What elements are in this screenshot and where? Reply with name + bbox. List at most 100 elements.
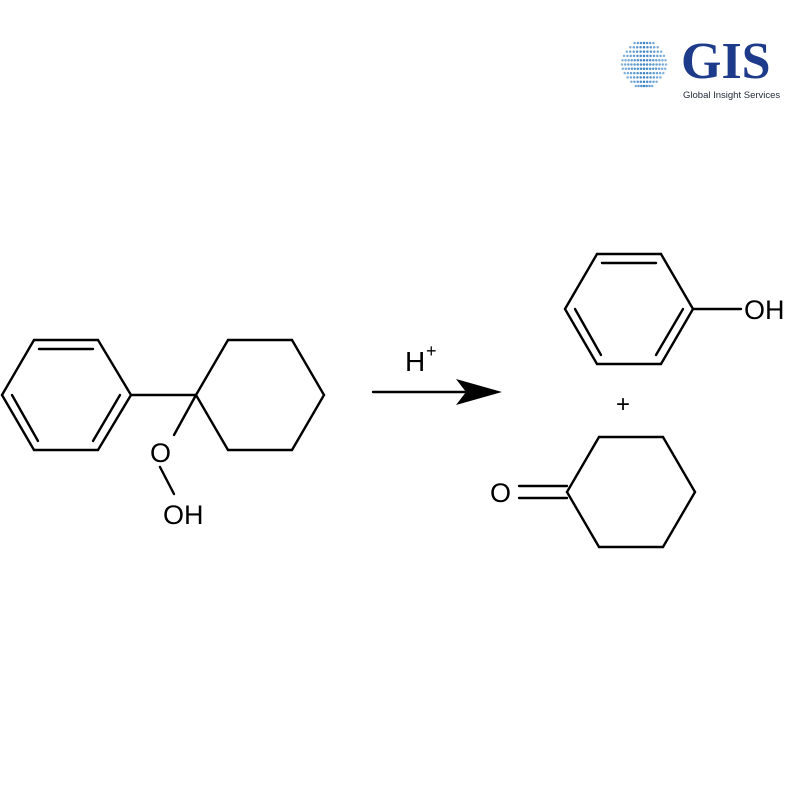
reactant-cyclohexane-ring bbox=[194, 338, 326, 452]
cyclohexanone-molecule: O bbox=[490, 435, 697, 549]
logo-dot bbox=[639, 41, 643, 45]
logo-dot bbox=[636, 54, 639, 58]
oxygen-oxygen-bond bbox=[158, 465, 176, 496]
logo-dot bbox=[659, 76, 662, 79]
logo-dot bbox=[622, 54, 626, 58]
logo-dot bbox=[654, 67, 658, 71]
logo-dot bbox=[652, 63, 655, 66]
products-plus-sign: + bbox=[616, 391, 630, 418]
logo-dot bbox=[630, 58, 633, 62]
ketone-oxygen-label: O bbox=[490, 478, 511, 508]
logo-dot bbox=[626, 71, 630, 75]
logo-dot bbox=[627, 58, 630, 62]
logo-dot bbox=[649, 76, 652, 79]
logo-dot bbox=[645, 84, 648, 88]
logo-dot bbox=[648, 58, 652, 62]
logo-dot bbox=[642, 84, 646, 88]
logo-dot bbox=[621, 67, 625, 71]
logo-dot bbox=[642, 67, 646, 71]
logo-dot bbox=[633, 80, 636, 83]
logo-dot bbox=[633, 71, 636, 75]
logo-dot bbox=[649, 50, 653, 53]
logo-dot bbox=[658, 63, 661, 66]
logo-dot bbox=[649, 63, 652, 66]
logo-dot bbox=[632, 54, 636, 58]
logo-dot bbox=[629, 54, 632, 58]
logo-dot bbox=[652, 41, 655, 45]
logo-letters: GIS bbox=[681, 33, 771, 90]
logo-dot bbox=[636, 76, 639, 79]
logo-dot bbox=[636, 71, 639, 75]
logo-dot bbox=[649, 80, 652, 83]
logo-dot bbox=[650, 84, 654, 88]
logo-dot bbox=[648, 67, 652, 71]
logo-dot bbox=[635, 46, 639, 49]
logo-dot bbox=[636, 67, 640, 71]
logo-dot bbox=[648, 41, 652, 45]
logo-dot bbox=[633, 67, 637, 71]
logo-dot bbox=[627, 67, 631, 71]
reagent-superscript: + bbox=[426, 341, 437, 361]
logo-dot bbox=[651, 67, 655, 71]
reactant-benzene-ring bbox=[0, 338, 133, 452]
logo-dot bbox=[642, 50, 646, 53]
logo-dot bbox=[645, 58, 649, 62]
logo-dot bbox=[633, 63, 636, 66]
logo-dot bbox=[653, 50, 656, 53]
logo-dot bbox=[655, 76, 659, 79]
logo-dot bbox=[663, 67, 667, 71]
logo-dot bbox=[639, 71, 643, 75]
logo-dot bbox=[646, 46, 649, 49]
logo-dot bbox=[651, 58, 655, 62]
logo-dot bbox=[640, 84, 643, 88]
logo-dot bbox=[645, 67, 649, 71]
logo-dot bbox=[626, 76, 629, 79]
peroxide-oxygen-label: O bbox=[150, 438, 171, 468]
logo-dot bbox=[645, 41, 649, 45]
logo-dot bbox=[642, 54, 646, 58]
logo-dot bbox=[634, 84, 638, 88]
logo-dot bbox=[652, 46, 656, 49]
logo-dot bbox=[635, 50, 639, 53]
logo-dot bbox=[632, 50, 635, 53]
logo-dot bbox=[658, 71, 662, 75]
logo-dot bbox=[620, 63, 624, 66]
logo-dot bbox=[636, 58, 640, 62]
phenol-oh-label: OH bbox=[744, 295, 785, 325]
phenol-molecule: OH bbox=[563, 252, 785, 366]
logo-dot bbox=[658, 58, 661, 62]
logo-dot bbox=[639, 63, 643, 66]
logo-dot bbox=[645, 63, 649, 66]
logo-dot bbox=[645, 71, 649, 75]
logo-dot bbox=[639, 80, 643, 83]
logo-dot bbox=[639, 46, 642, 49]
logo-dot bbox=[637, 84, 640, 88]
logo-dot bbox=[639, 67, 643, 71]
logo-dot bbox=[633, 58, 637, 62]
logo-dot bbox=[642, 76, 646, 79]
logo-dot bbox=[623, 71, 626, 75]
logo-dot bbox=[636, 41, 640, 45]
reactant-molecule: O OH bbox=[0, 338, 326, 530]
logo-dot bbox=[633, 41, 636, 45]
gis-logo: GIS Global Insight Services bbox=[620, 33, 780, 101]
logo-dot bbox=[626, 54, 629, 58]
logo-dot bbox=[646, 50, 649, 53]
logo-dot bbox=[639, 58, 643, 62]
logo-dot bbox=[642, 46, 646, 49]
acid-catalyst-label: H + bbox=[405, 341, 437, 377]
logo-dot bbox=[648, 84, 651, 88]
logo-dot bbox=[645, 80, 649, 83]
reaction-arrow bbox=[371, 379, 502, 405]
logo-dot bbox=[655, 58, 658, 62]
logo-dot bbox=[652, 71, 655, 75]
logo-dot bbox=[625, 50, 629, 53]
phenol-benzene-ring bbox=[563, 252, 695, 366]
logo-dot bbox=[630, 63, 633, 66]
logo-dot bbox=[649, 71, 652, 75]
droplet-grid-icon bbox=[620, 41, 668, 88]
logo-dot bbox=[649, 54, 652, 58]
carbon-oxygen-bond bbox=[172, 393, 198, 437]
logo-dot bbox=[630, 80, 633, 83]
